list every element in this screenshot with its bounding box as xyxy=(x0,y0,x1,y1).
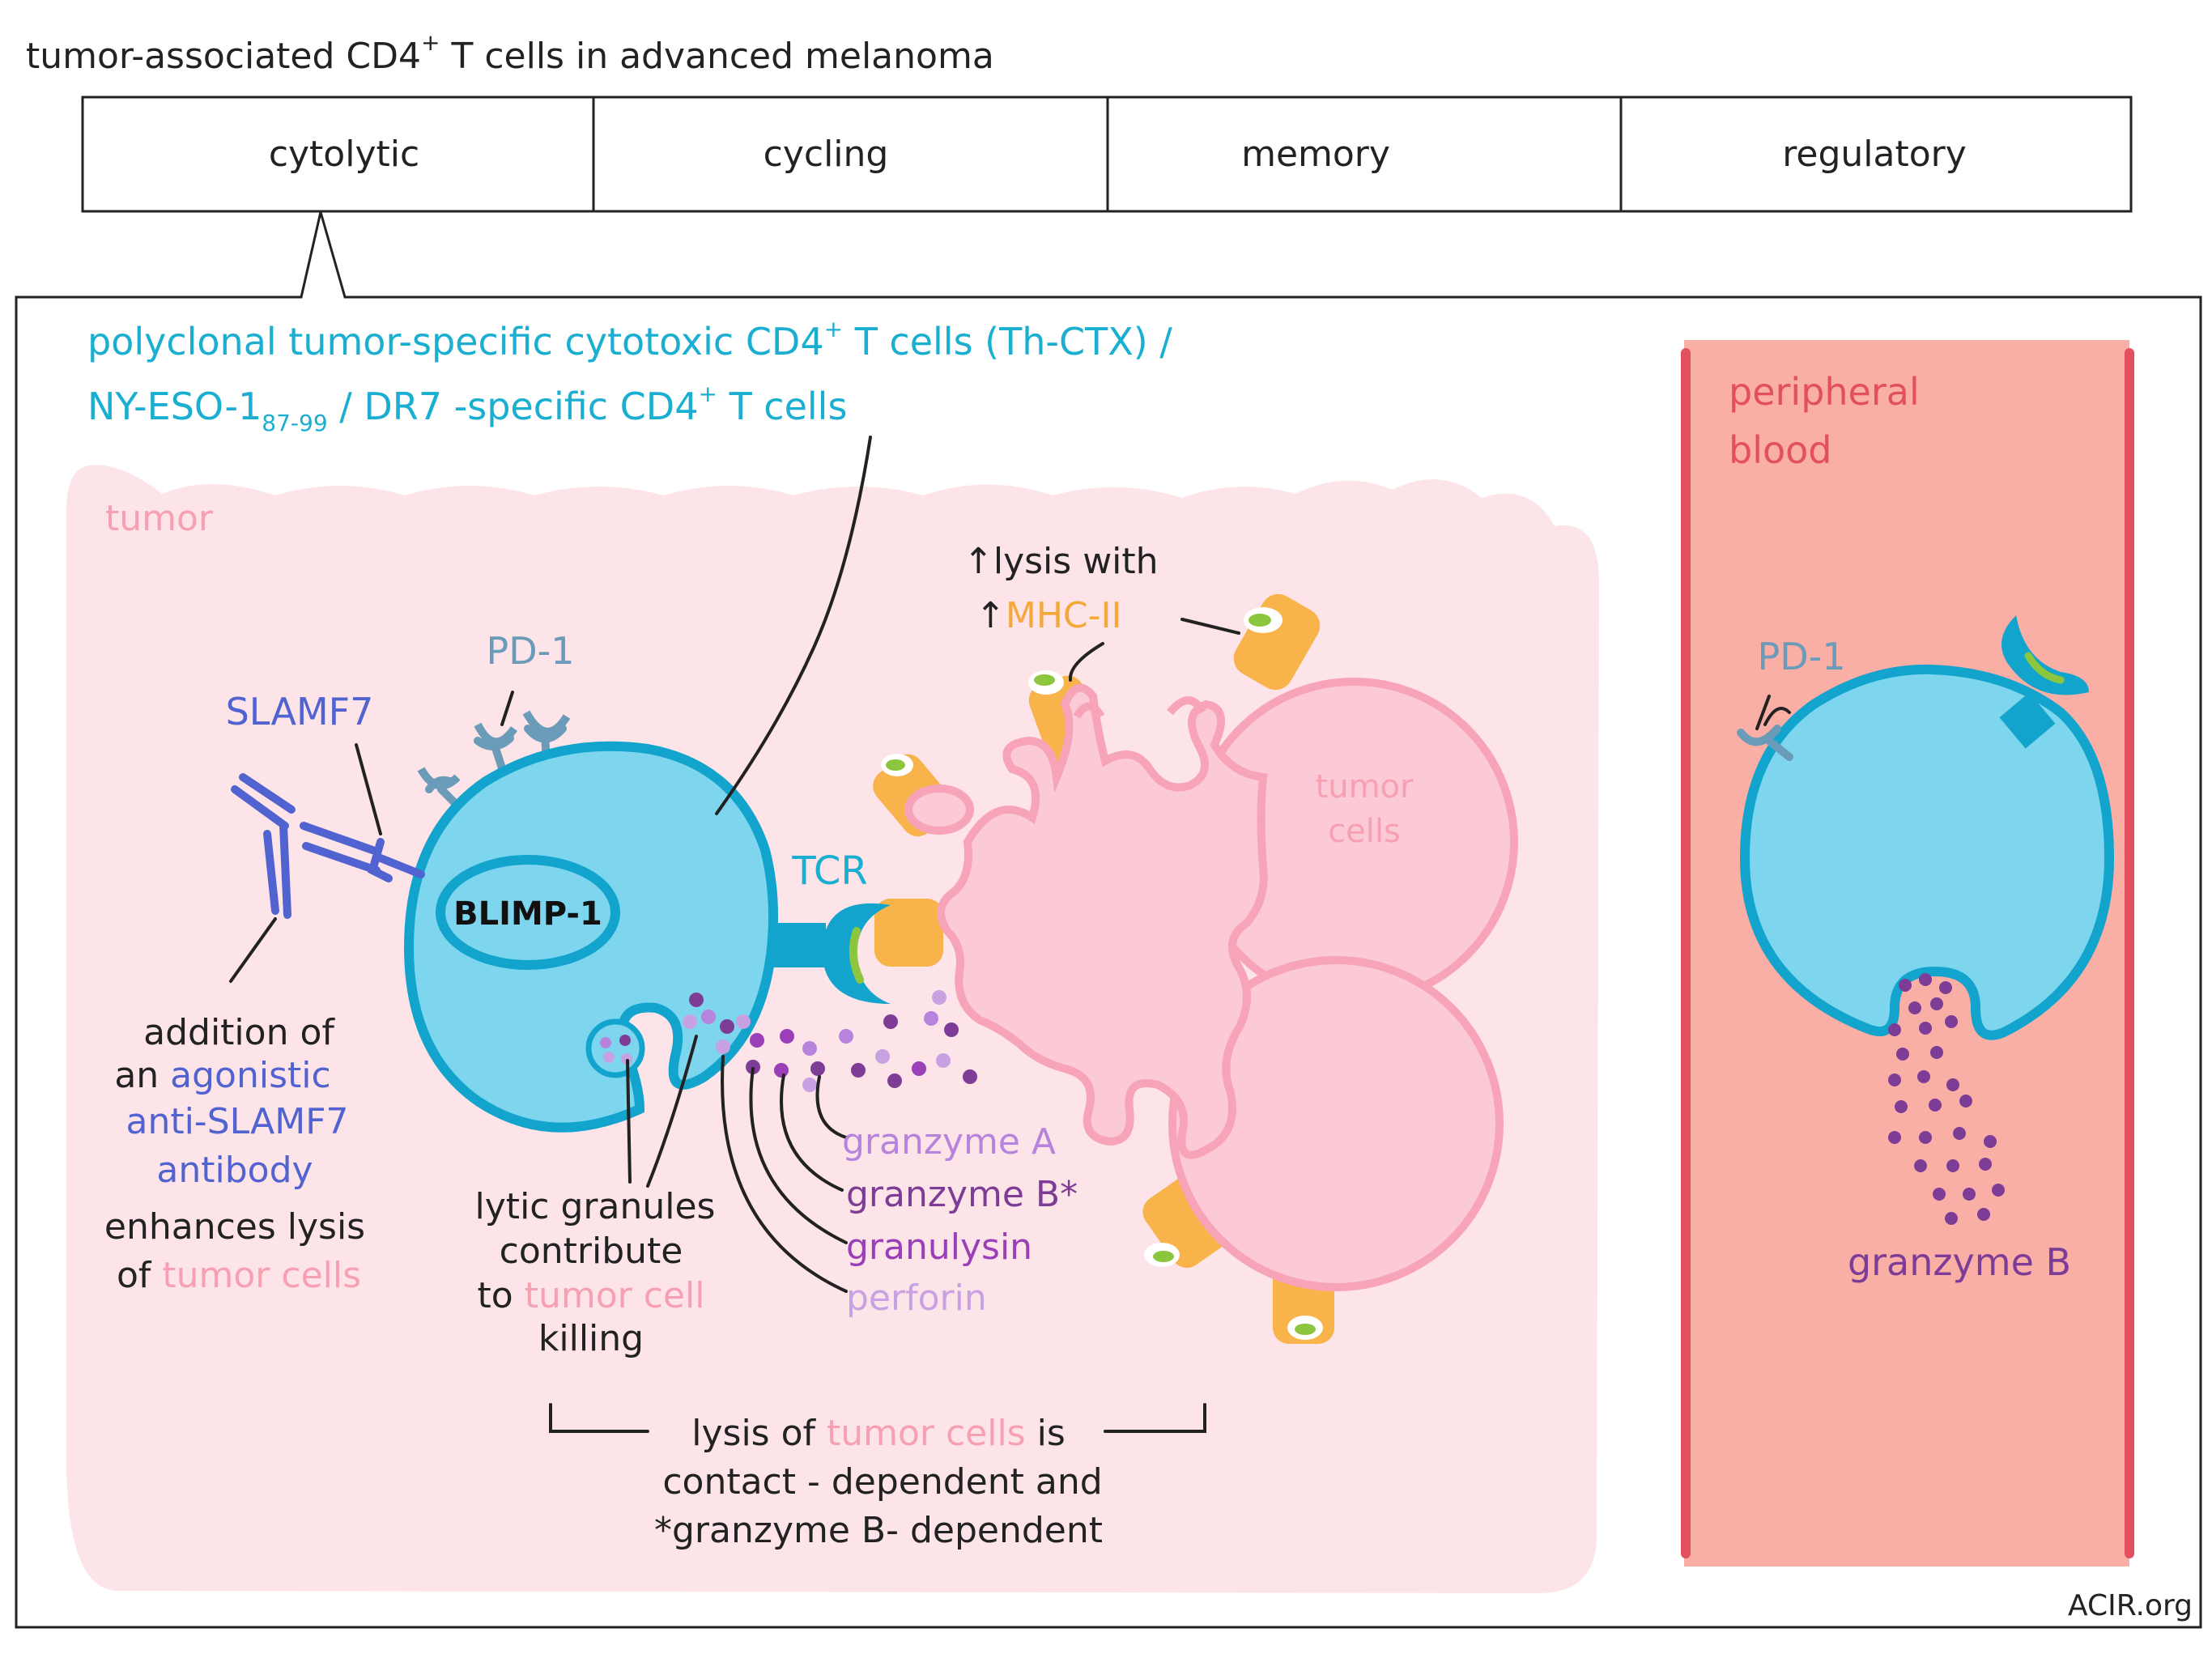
perforin-label: perforin xyxy=(846,1278,987,1319)
cytotoxic-t-cell xyxy=(403,710,891,1133)
svg-text:antibody: antibody xyxy=(156,1150,313,1191)
acir-credit[interactable]: ACIR.org xyxy=(2068,1589,2193,1622)
tcr-label: TCR xyxy=(791,848,867,894)
svg-text:an agonistic: an agonistic xyxy=(114,1055,330,1096)
svg-text:contribute: contribute xyxy=(500,1231,683,1272)
granzyme-a-label: granzyme A xyxy=(842,1121,1056,1163)
blimp1-nucleus xyxy=(436,855,620,970)
slamf7-label: SLAMF7 xyxy=(226,690,374,733)
mhc-label: ↑MHC-II xyxy=(976,595,1121,636)
pd1-right-label: PD-1 xyxy=(1757,635,1845,678)
granzyme-b-right-label: granzyme B xyxy=(1848,1240,2071,1284)
svg-text:lytic granules: lytic granules xyxy=(475,1186,716,1227)
svg-text:lysis of tumor cells is: lysis of tumor cells is xyxy=(691,1413,1066,1454)
blimp1-label: BLIMP-1 xyxy=(453,895,602,933)
tumor-cells-label-2: cells xyxy=(1328,813,1401,850)
tab-regulatory[interactable]: regulatory xyxy=(1782,134,1967,175)
subtitle-line2: NY-ESO-187-99 / DR7 -specific CD4+ T cel… xyxy=(87,380,847,436)
svg-text:anti-SLAMF7: anti-SLAMF7 xyxy=(125,1101,348,1142)
granzyme-b-label: granzyme B* xyxy=(846,1174,1078,1215)
tumor-cells-label: tumor xyxy=(1316,768,1414,806)
svg-text:to tumor cell: to tumor cell xyxy=(478,1275,705,1316)
lytic-molecules xyxy=(683,990,977,1092)
granules-note: lytic granules contribute to tumor cell … xyxy=(475,1186,716,1359)
svg-text:addition of: addition of xyxy=(143,1012,335,1053)
tumor-region-label: tumor xyxy=(105,498,214,539)
granzyme-b-stream xyxy=(1888,973,2005,1225)
blood-t-cell xyxy=(1737,615,2115,1040)
tab-cycling[interactable]: cycling xyxy=(764,134,889,175)
peripheral-blood-label: peripheral xyxy=(1729,370,1920,414)
tumor-cells xyxy=(873,593,1518,1344)
subtitle-line1: polyclonal tumor-specific cytotoxic CD4+… xyxy=(87,316,1172,363)
lysis-dependence-note: lysis of tumor cells is contact - depend… xyxy=(654,1413,1103,1551)
svg-text:of tumor cells: of tumor cells xyxy=(117,1255,361,1296)
agonist-note: addition of an agonistic anti-SLAMF7 ant… xyxy=(104,1012,365,1296)
svg-text:enhances lysis: enhances lysis xyxy=(104,1206,365,1248)
granulysin-label: granulysin xyxy=(846,1226,1032,1268)
slamf7-antibody xyxy=(231,773,425,919)
tab-bar: cytolytic cycling memory regulatory xyxy=(81,96,2133,213)
tab-cytolytic[interactable]: cytolytic xyxy=(269,134,419,175)
leader-lines xyxy=(229,436,1791,1433)
figure-title: tumor-associated CD4+ T cells in advance… xyxy=(26,29,994,77)
svg-text:*granzyme B- dependent: *granzyme B- dependent xyxy=(654,1510,1103,1551)
peripheral-blood-label-2: blood xyxy=(1729,428,1831,472)
svg-text:killing: killing xyxy=(538,1318,644,1359)
lysis-mhc-label: ↑lysis with xyxy=(963,541,1159,582)
svg-text:contact - dependent and: contact - dependent and xyxy=(662,1461,1102,1503)
tab-memory[interactable]: memory xyxy=(1241,134,1390,175)
pd1-label: PD-1 xyxy=(486,629,574,673)
